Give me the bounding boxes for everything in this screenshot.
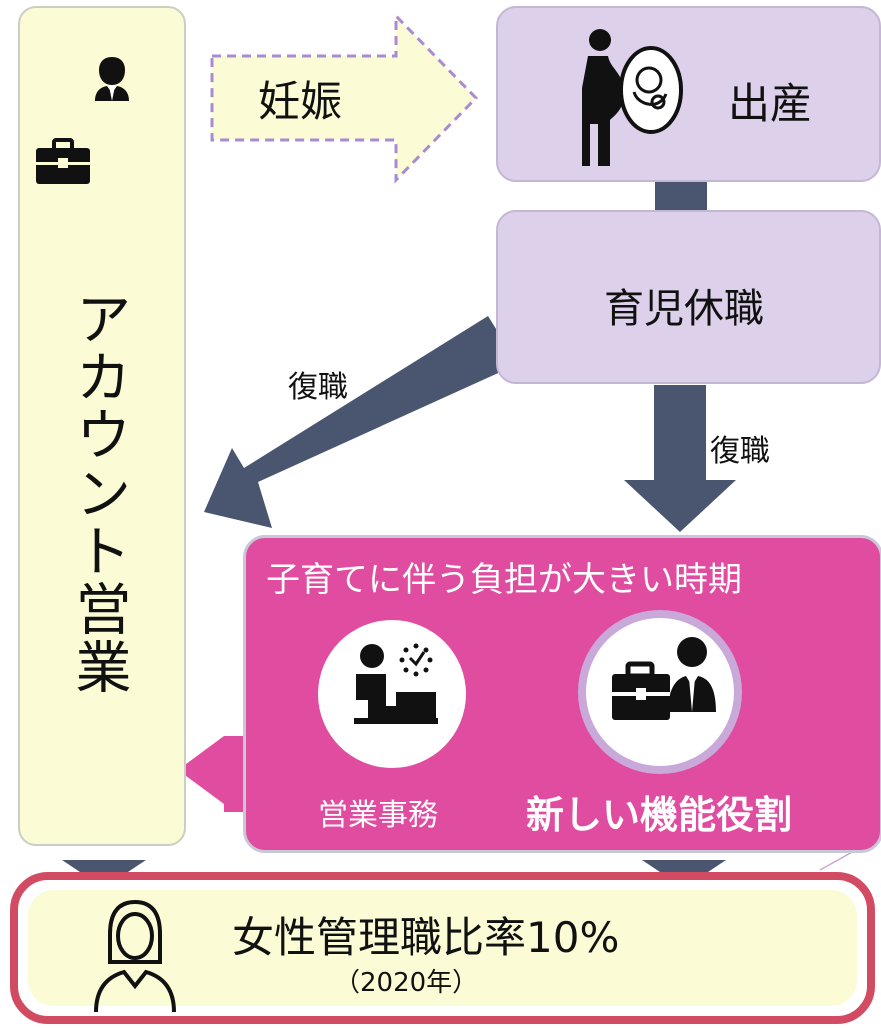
childcare-leave-box xyxy=(496,210,881,384)
return-left-arrow xyxy=(204,316,518,528)
baby-icon xyxy=(616,44,686,136)
account-sales-label: アカウント営業 xyxy=(66,290,131,696)
account-sales-panel xyxy=(18,6,186,846)
person-icon xyxy=(93,55,131,101)
briefcase-person-icon xyxy=(608,634,718,726)
sales-admin-circle xyxy=(318,620,466,768)
birth-box xyxy=(496,6,881,182)
birth-label: 出産 xyxy=(728,79,813,128)
return-down-label: 復職 xyxy=(710,434,770,469)
sales-admin-label: 営業事務 xyxy=(318,798,438,833)
return-left-label: 復職 xyxy=(288,370,348,405)
briefcase-icon xyxy=(36,138,90,184)
desk-worker-clock-icon xyxy=(350,640,440,730)
heavy-period-title: 子育てに伴う負担が大きい時期 xyxy=(266,560,742,600)
goal-label: 女性管理職比率10% xyxy=(232,913,620,962)
pink-left-arrow xyxy=(178,736,243,812)
childcare-leave-label: 育児休職 xyxy=(604,286,764,332)
new-role-label: 新しい機能役割 xyxy=(526,793,793,837)
return-down-arrow xyxy=(624,385,736,532)
pregnant-woman-icon xyxy=(580,28,630,168)
pregnancy-label: 妊娠 xyxy=(258,77,343,126)
goal-year: （2020年） xyxy=(334,968,479,998)
woman-outline-icon xyxy=(90,896,180,1016)
